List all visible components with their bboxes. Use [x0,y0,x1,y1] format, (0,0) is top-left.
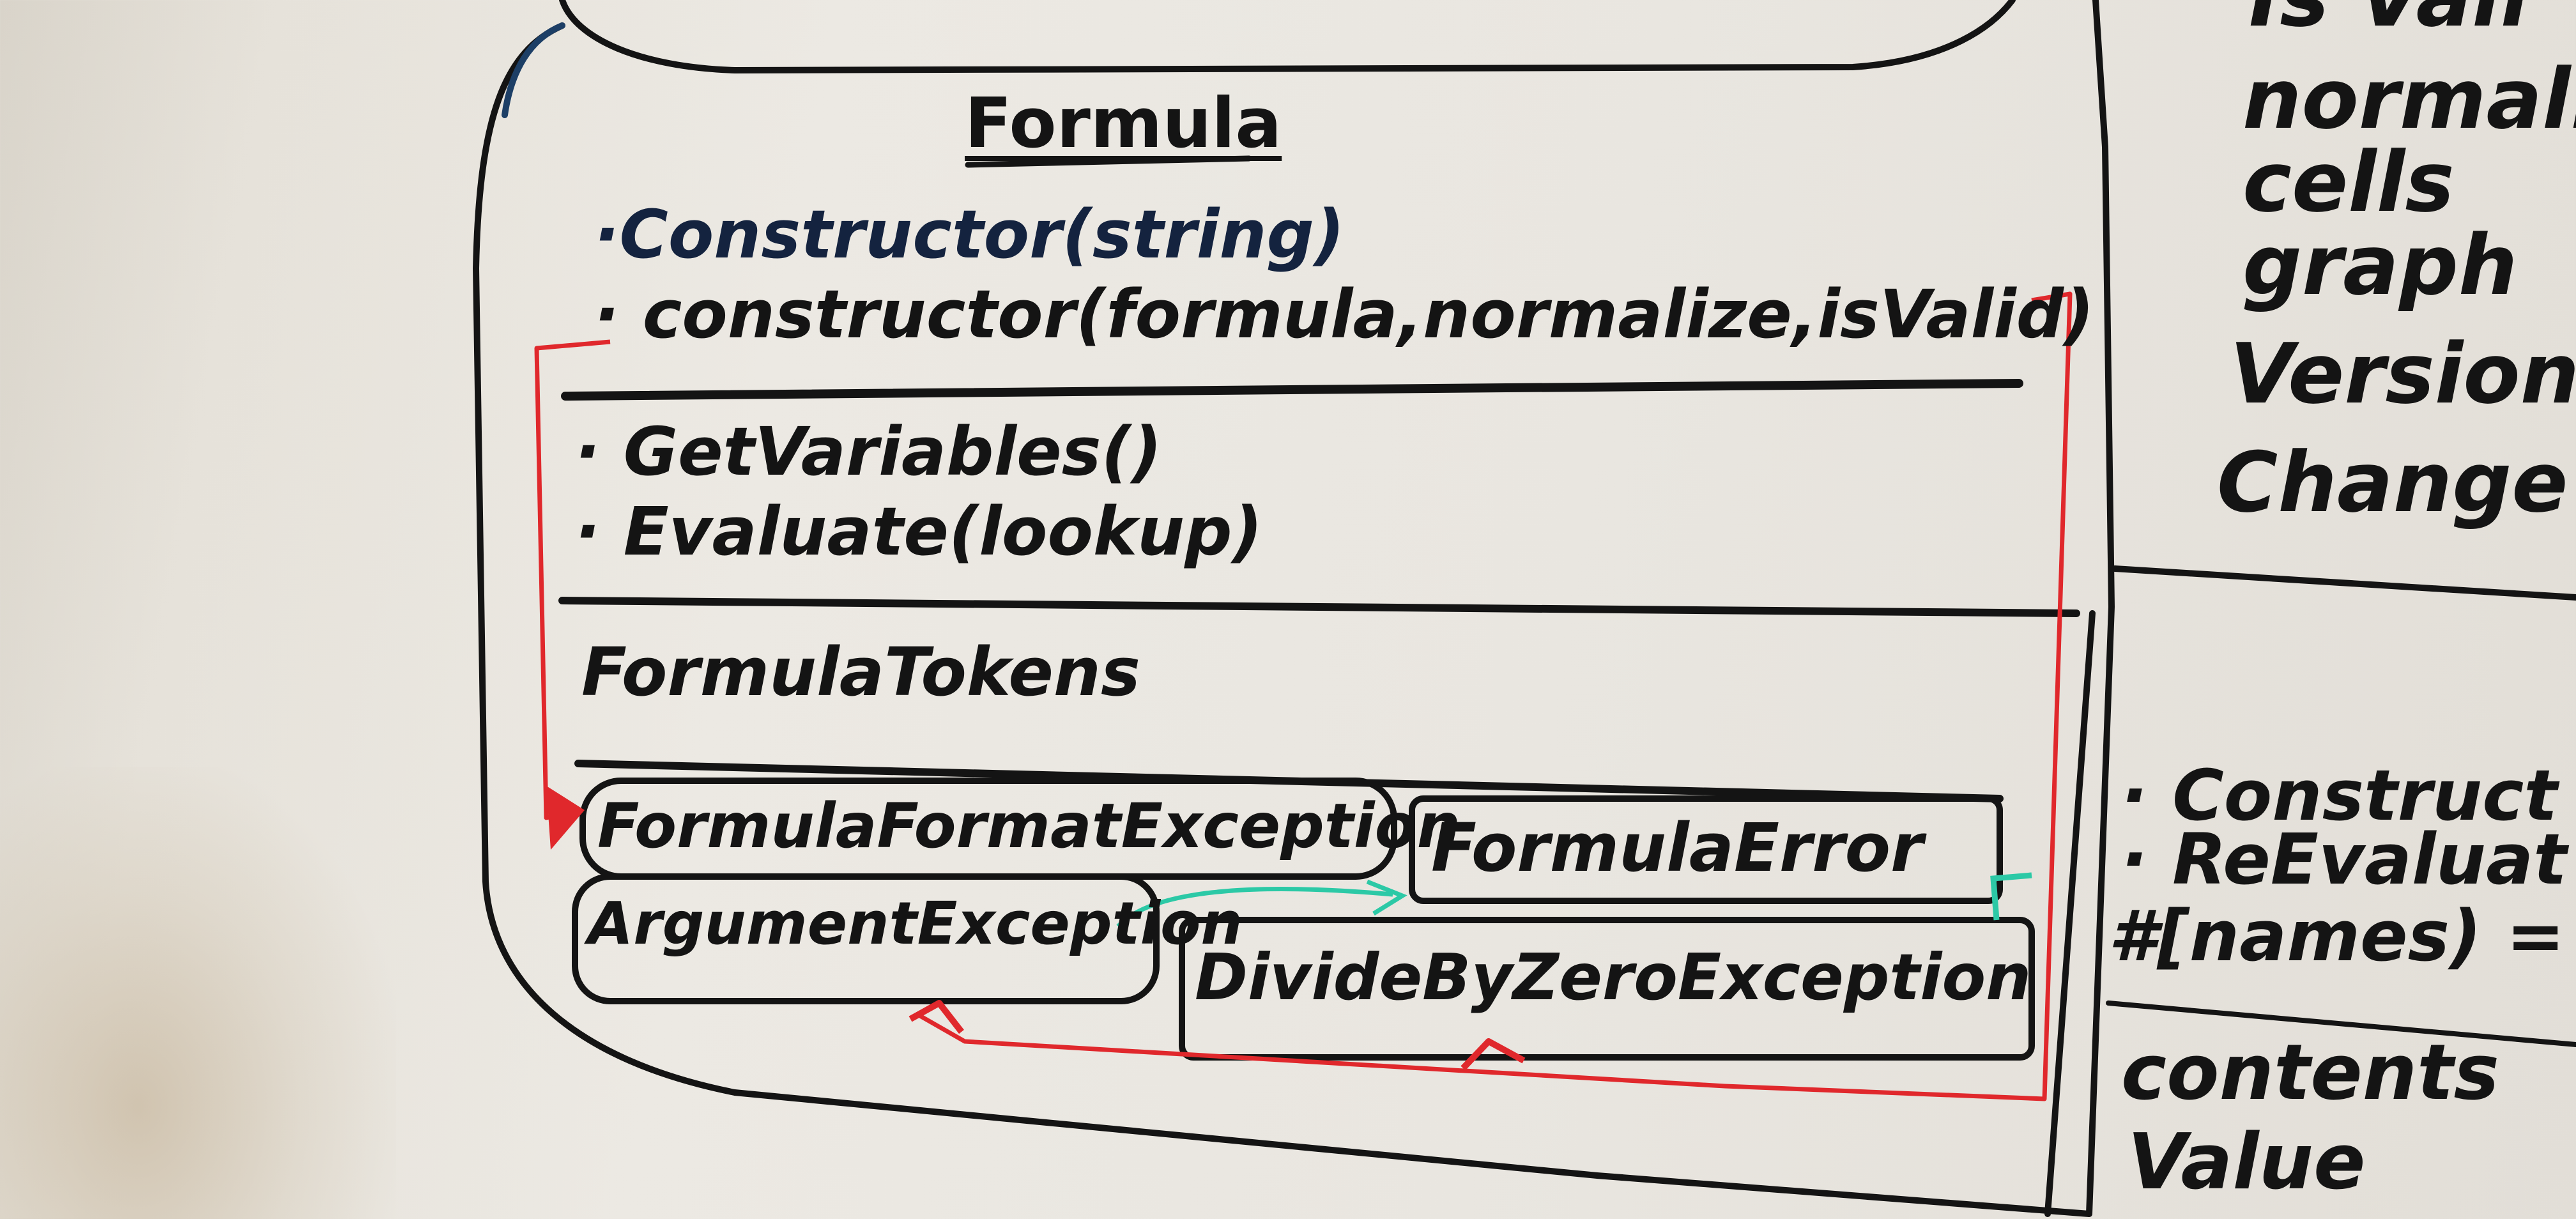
right-line-construct: · Construct [2121,755,2558,836]
divide-by-zero-label: DivideByZeroException [1195,940,2032,1015]
right-line-isvalid: Is Vali [2249,0,2529,38]
right-line-graph: graph [2242,217,2518,314]
method-evaluate: · Evaluate(lookup) [575,493,1263,571]
argument-exception-label: ArgumentException [588,889,1243,958]
wall-shadow [0,767,396,1219]
formula-error-box [1409,795,2003,904]
field-formula-tokens: FormulaTokens [581,633,1140,711]
main-box-right-edge [2086,0,2115,1217]
divider-1 [561,379,2023,401]
divide-by-zero-box [1179,917,2035,1061]
red-arrow-icon [1460,1038,1526,1071]
divider-2 [558,597,2080,617]
main-box-left-edge-blue [502,22,565,118]
title-underline [965,155,1252,168]
red-arrow-icon [908,1000,964,1034]
right-line-cells: cells [2242,134,2455,231]
right-line-contents: contents [2121,1029,2499,1117]
main-box-left-edge [472,22,2092,1217]
formula-error-label: FormulaError [1431,809,1924,887]
main-box-outline [559,0,2016,74]
right-box-left-edge [2044,610,2096,1217]
right-line-normalize: normali [2242,50,2576,148]
format-exception-label: FormulaFormatException [597,790,1460,862]
right-line-reevaluate: · ReEvaluat [2121,818,2567,900]
constructor-full: · constructor(formula,normalize,isValid) [594,275,2094,353]
class-title: Formula [965,84,1282,164]
red-arrow-icon [546,786,585,850]
right-box-inner-divider [2106,1000,2576,1047]
right-line-value: Value [2128,1118,2366,1207]
red-line-right [919,291,2073,1101]
right-line-names: #[names) = [2108,895,2565,977]
teal-arrow-icon [1990,872,2032,921]
right-box-divider [2112,565,2576,601]
method-getvariables: · GetVariables() [575,413,1162,491]
teal-arrow-icon [1116,887,1393,928]
teal-arrow-icon [1366,879,1407,916]
argument-exception-box [572,873,1160,1004]
right-line-changed: Change [2217,434,2568,531]
right-line-version: Version [2230,325,2576,422]
constructor-string: ·Constructor(string) [594,195,1345,273]
